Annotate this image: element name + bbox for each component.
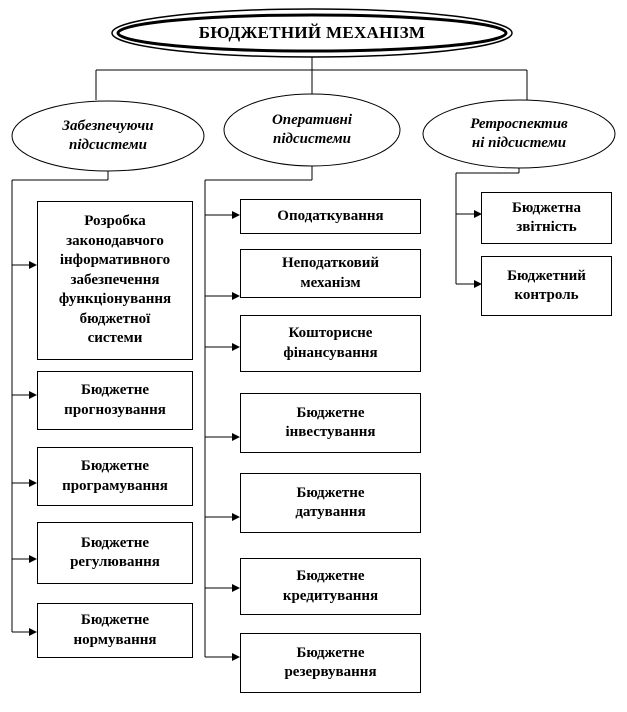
item-budget-reserving: Бюджетне резервування <box>240 633 421 693</box>
item-budget-investing: Бюджетне інвестування <box>240 393 421 453</box>
item-budget-norming: Бюджетне нормування <box>37 603 193 658</box>
subsystem-label-support: Забезпечуючи підсистеми <box>62 118 154 153</box>
subsystem-label-operational: Оперативні підсистеми <box>271 112 353 147</box>
subsystem-label-retrospective: Ретроспектив ні підсистеми <box>470 116 568 151</box>
item-budget-programming: Бюджетне програмування <box>37 447 193 506</box>
item-taxation: Оподаткування <box>240 199 421 234</box>
diagram-title: БЮДЖЕТНИЙ МЕХАНІЗМ <box>198 23 426 42</box>
title-ellipse-inner <box>116 13 508 53</box>
item-legislative-support: Розробка законодавчого інформативного за… <box>37 201 193 360</box>
item-budget-crediting: Бюджетне кредитування <box>240 558 421 615</box>
item-budget-control: Бюджетний контроль <box>481 256 612 316</box>
item-budget-regulation: Бюджетне регулювання <box>37 522 193 584</box>
item-budget-reporting: Бюджетна звітність <box>481 192 612 244</box>
item-budget-dating: Бюджетне датування <box>240 473 421 533</box>
item-budget-forecasting: Бюджетне прогнозування <box>37 371 193 430</box>
item-estimate-financing: Кошторисне фінансування <box>240 315 421 372</box>
item-non-tax-mechanism: Неподатковий механізм <box>240 249 421 298</box>
